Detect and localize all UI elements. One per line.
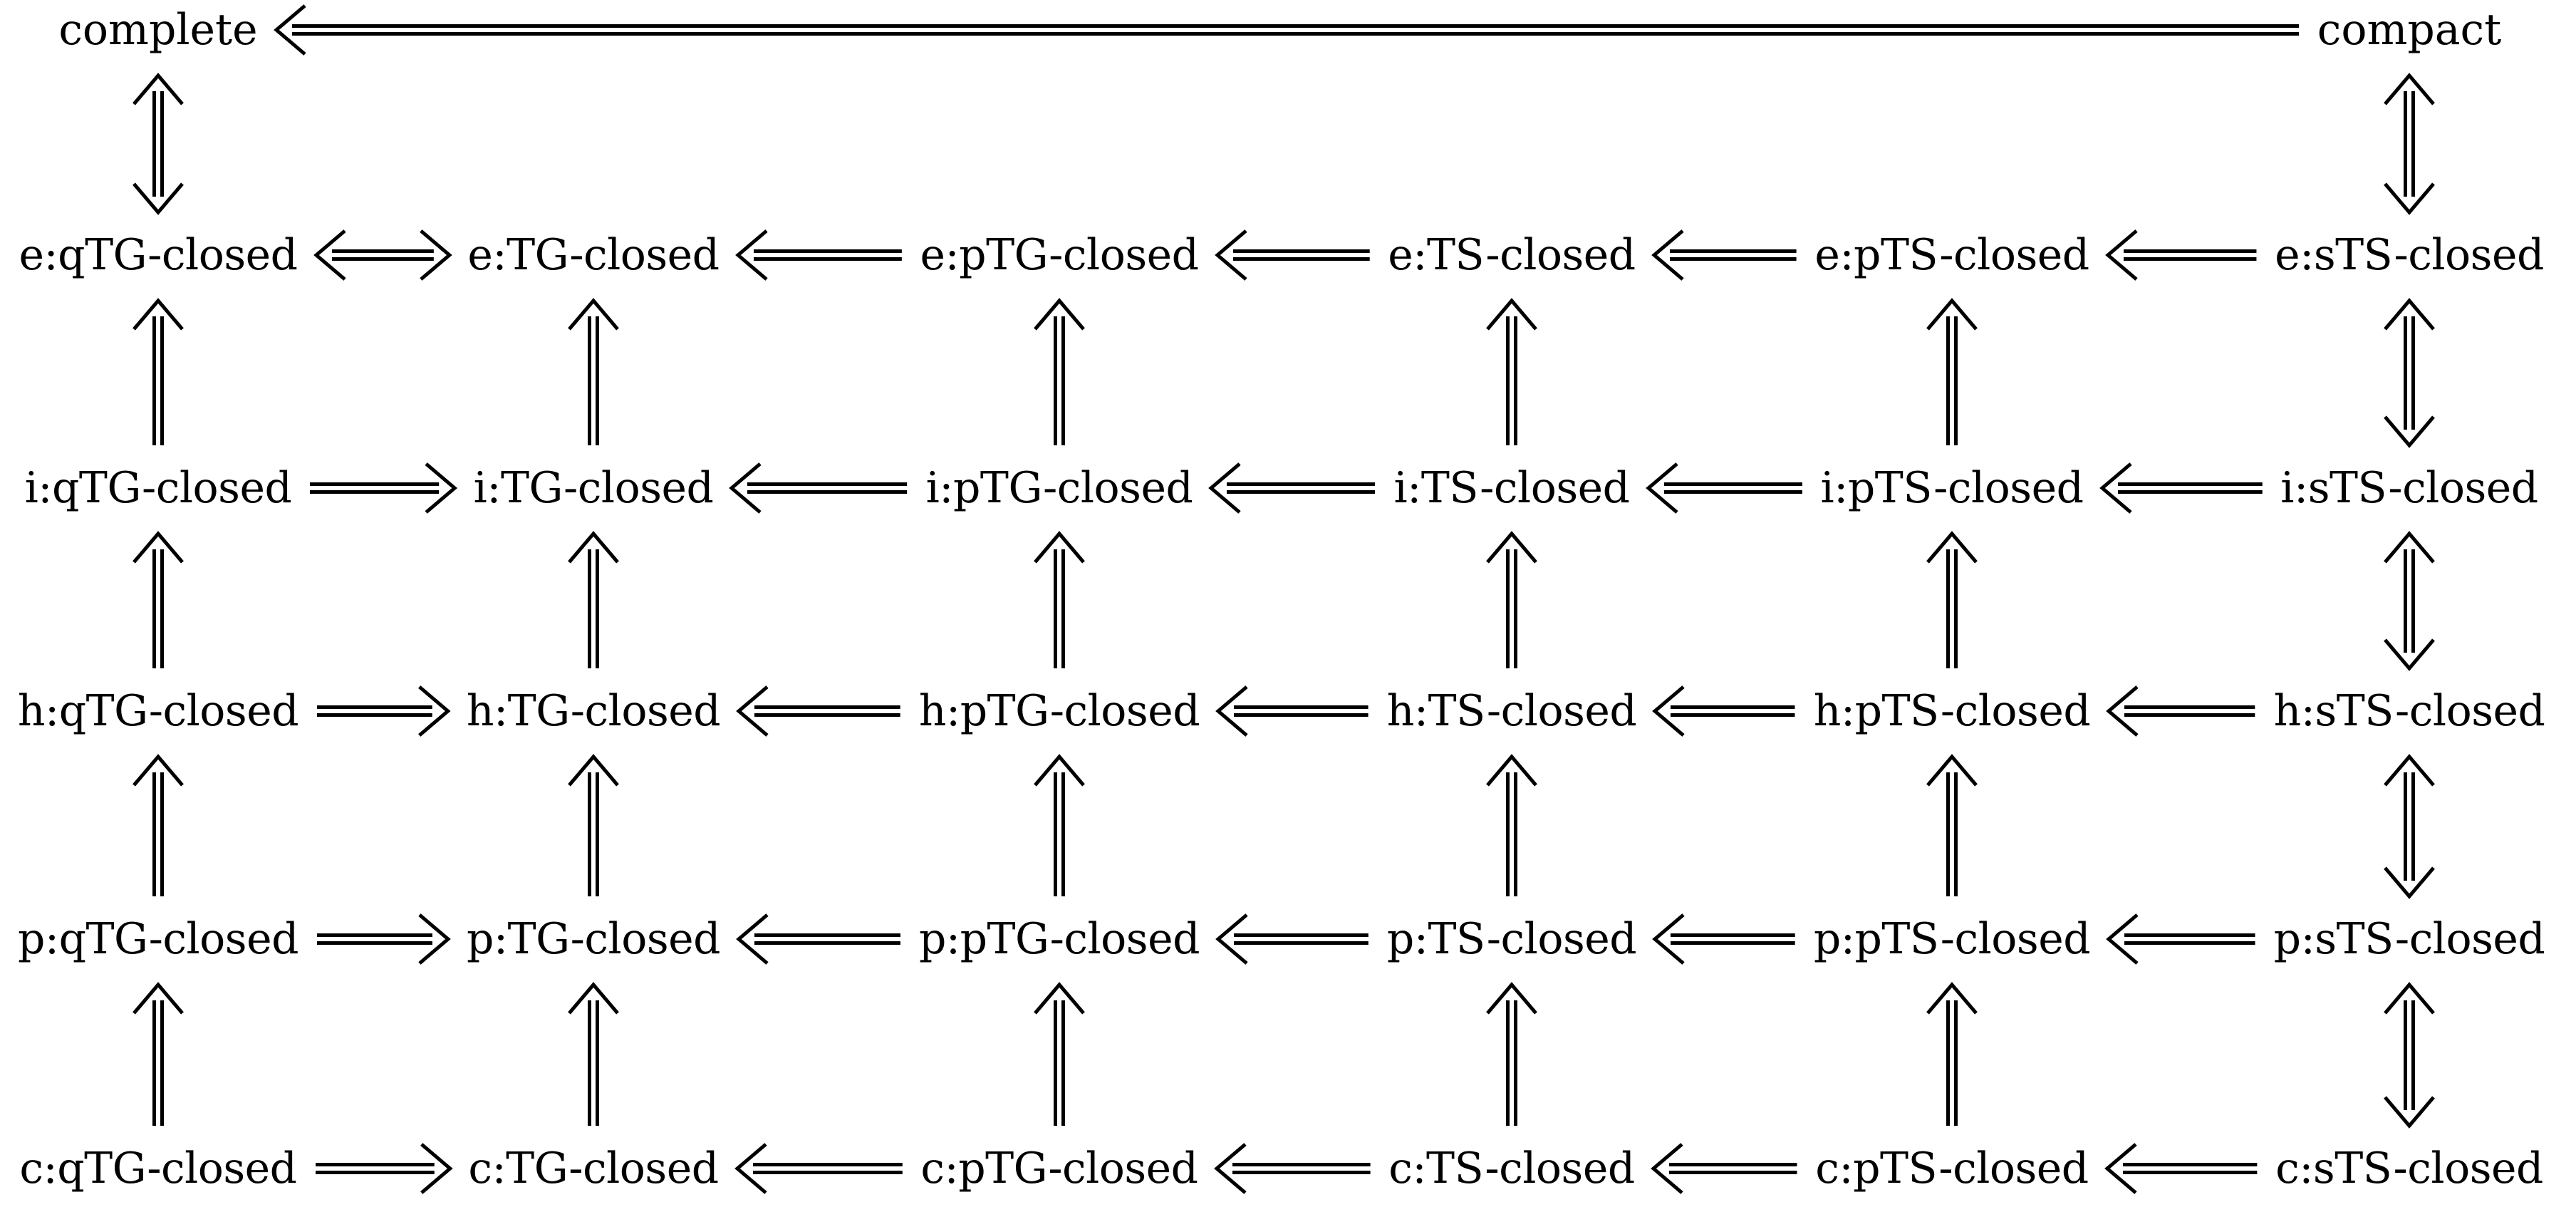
v-arrow-r3-c0 <box>126 982 190 1126</box>
node-i-pTG-closed: i:pTG-closed <box>925 463 1193 513</box>
h-arrow-r3-c1 <box>736 907 900 971</box>
h-arrow-r3-c3 <box>1652 907 1795 971</box>
node-h-pTS-closed: h:pTS-closed <box>1813 686 2091 736</box>
node-h-qTG-closed: h:qTG-closed <box>17 686 299 736</box>
v-arrow-r2-c2 <box>1027 754 1091 896</box>
h-arrow-r1-c4 <box>2099 456 2263 520</box>
h-arrow-r1-c0 <box>310 456 458 520</box>
v-arrow-r1-c5 <box>2377 531 2441 671</box>
node-e-TS-closed: e:TS-closed <box>1388 230 1636 280</box>
node-p-qTG-closed: p:qTG-closed <box>18 914 299 964</box>
v-arrow-corner-c5 <box>2377 73 2441 215</box>
h-arrow-r0-c1 <box>734 223 902 287</box>
node-e-pTS-closed: e:pTS-closed <box>1814 230 2089 280</box>
v-arrow-r3-c5 <box>2377 982 2441 1129</box>
v-arrow-r0-c2 <box>1027 298 1091 445</box>
h-arrow-r4-c4 <box>2104 1136 2258 1201</box>
node-e-sTS-closed: e:sTS-closed <box>2275 230 2544 280</box>
v-arrow-r3-c4 <box>1920 982 1984 1126</box>
node-c-pTG-closed: c:pTG-closed <box>920 1144 1198 1193</box>
node-c-pTS-closed: c:pTS-closed <box>1815 1144 2089 1193</box>
h-arrow-r0-c3 <box>1651 223 1797 287</box>
v-arrow-r2-c5 <box>2377 754 2441 899</box>
h-arrow-r4-c3 <box>1650 1136 1797 1201</box>
v-arrow-r0-c1 <box>561 298 625 445</box>
node-i-TG-closed: i:TG-closed <box>473 463 714 513</box>
v-arrow-r2-c4 <box>1920 754 1984 896</box>
h-arrow-r2-c0 <box>317 679 451 743</box>
h-arrow-r2-c2 <box>1215 679 1368 743</box>
node-i-qTG-closed: i:qTG-closed <box>24 463 292 513</box>
v-arrow-r0-c5 <box>2377 298 2441 448</box>
node-p-pTS-closed: p:pTS-closed <box>1813 914 2091 964</box>
v-arrow-corner-c0 <box>126 73 190 215</box>
v-arrow-r2-c1 <box>561 754 625 896</box>
node-p-pTG-closed: p:pTG-closed <box>919 914 1200 964</box>
node-c-TG-closed: c:TG-closed <box>468 1144 719 1193</box>
node-h-sTS-closed: h:sTS-closed <box>2273 686 2545 736</box>
v-arrow-r2-c0 <box>126 754 190 896</box>
node-e-pTG-closed: e:pTG-closed <box>920 230 1199 280</box>
v-arrow-r3-c1 <box>561 982 625 1126</box>
h-arrow-r1-c2 <box>1208 456 1376 520</box>
label-compact: compact <box>2317 5 2502 55</box>
h-arrow-r2-c3 <box>1652 679 1795 743</box>
h-arrow-r3-c2 <box>1215 907 1368 971</box>
v-arrow-r1-c3 <box>1480 531 1544 668</box>
h-arrow-r2-c4 <box>2106 679 2255 743</box>
h-arrow-r0-c2 <box>1214 223 1370 287</box>
v-arrow-r0-c3 <box>1480 298 1544 445</box>
v-arrow-r0-c4 <box>1920 298 1984 445</box>
h-arrow-r4-c1 <box>734 1136 903 1201</box>
node-i-sTS-closed: i:sTS-closed <box>2280 463 2538 513</box>
v-arrow-r1-c0 <box>126 531 190 668</box>
label-complete: complete <box>58 5 258 55</box>
node-p-TS-closed: p:TS-closed <box>1386 914 1637 964</box>
node-h-pTG-closed: h:pTG-closed <box>918 686 1200 736</box>
h-arrow-r4-c2 <box>1213 1136 1371 1201</box>
h-arrow-r1-c3 <box>1645 456 1802 520</box>
h-arrow-r3-c4 <box>2106 907 2255 971</box>
node-p-TG-closed: p:TG-closed <box>466 914 721 964</box>
node-h-TS-closed: h:TS-closed <box>1386 686 1637 736</box>
v-arrow-r1-c4 <box>1920 531 1984 668</box>
v-arrow-r3-c2 <box>1027 982 1091 1126</box>
h-arrow-compact-to-complete <box>273 0 2299 62</box>
v-arrow-r0-c0 <box>126 298 190 445</box>
v-arrow-r1-c1 <box>561 531 625 668</box>
h-arrow-r1-c1 <box>729 456 908 520</box>
node-h-TG-closed: h:TG-closed <box>466 686 721 736</box>
v-arrow-r1-c2 <box>1027 531 1091 668</box>
h-arrow-r0-c4 <box>2104 223 2257 287</box>
v-arrow-r2-c3 <box>1480 754 1544 896</box>
node-c-sTS-closed: c:sTS-closed <box>2275 1144 2543 1193</box>
node-c-TS-closed: c:TS-closed <box>1388 1144 1635 1193</box>
v-arrow-r3-c3 <box>1480 982 1544 1126</box>
node-e-TG-closed: e:TG-closed <box>467 230 720 280</box>
node-e-qTG-closed: e:qTG-closed <box>19 230 298 280</box>
node-p-sTS-closed: p:sTS-closed <box>2273 914 2545 964</box>
h-arrow-r0-c0 <box>313 223 452 287</box>
h-arrow-r3-c0 <box>317 907 451 971</box>
node-c-qTG-closed: c:qTG-closed <box>19 1144 297 1193</box>
node-i-pTS-closed: i:pTS-closed <box>1820 463 2084 513</box>
h-arrow-r2-c1 <box>736 679 900 743</box>
h-arrow-r4-c0 <box>315 1136 453 1201</box>
node-i-TS-closed: i:TS-closed <box>1393 463 1630 513</box>
